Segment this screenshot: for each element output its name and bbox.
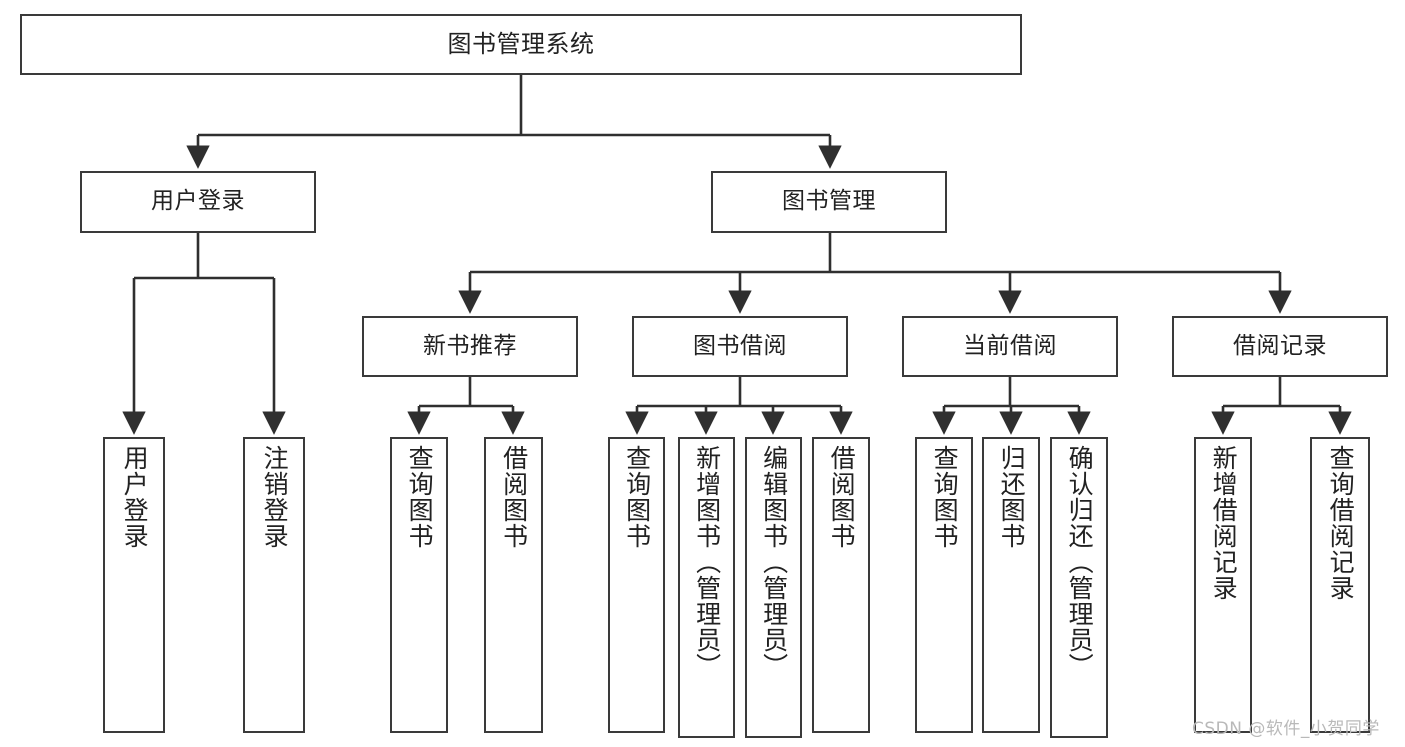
node-leaf-add-book[interactable]: 新增图书（管理员）	[678, 437, 735, 738]
node-leaf-query-book-3[interactable]: 查询图书	[915, 437, 973, 733]
node-leaf-add-record[interactable]: 新增借阅记录	[1194, 437, 1252, 733]
node-leaf-query-book-2[interactable]: 查询图书	[608, 437, 665, 733]
node-leaf-borrow-book-2[interactable]: 借阅图书	[812, 437, 870, 733]
node-leaf-query-book-3-label: 查询图书	[930, 445, 960, 549]
node-leaf-borrow-book-1[interactable]: 借阅图书	[484, 437, 543, 733]
node-root-label: 图书管理系统	[447, 30, 595, 59]
node-leaf-logout-login-label: 注销登录	[260, 445, 290, 549]
node-new-book-recommend-label: 新书推荐	[423, 332, 517, 359]
node-leaf-return-book-label: 归还图书	[997, 445, 1027, 549]
node-leaf-user-login[interactable]: 用户登录	[103, 437, 165, 733]
watermark: CSDN @软件_小贺同学	[1192, 719, 1380, 739]
node-leaf-confirm-return[interactable]: 确认归还（管理员）	[1050, 437, 1108, 738]
node-book-management-label: 图书管理	[782, 188, 876, 215]
node-user-login[interactable]: 用户登录	[80, 171, 316, 233]
node-leaf-edit-book[interactable]: 编辑图书（管理员）	[745, 437, 802, 738]
node-current-borrow[interactable]: 当前借阅	[902, 316, 1118, 377]
node-leaf-add-record-label: 新增借阅记录	[1209, 445, 1239, 601]
node-leaf-query-book-1[interactable]: 查询图书	[390, 437, 448, 733]
node-leaf-query-record[interactable]: 查询借阅记录	[1310, 437, 1370, 733]
node-leaf-return-book[interactable]: 归还图书	[982, 437, 1040, 733]
node-leaf-borrow-book-1-label: 借阅图书	[499, 445, 529, 549]
node-borrow-record-label: 借阅记录	[1233, 332, 1327, 359]
node-leaf-user-login-label: 用户登录	[120, 445, 150, 549]
node-leaf-query-book-1-label: 查询图书	[405, 445, 435, 549]
node-current-borrow-label: 当前借阅	[963, 332, 1057, 359]
node-root[interactable]: 图书管理系统	[20, 14, 1022, 75]
node-leaf-add-book-label: 新增图书（管理员）	[692, 445, 722, 679]
node-leaf-confirm-return-label: 确认归还（管理员）	[1065, 445, 1095, 679]
node-leaf-edit-book-label: 编辑图书（管理员）	[759, 445, 789, 679]
node-book-borrow-label: 图书借阅	[693, 332, 787, 359]
node-leaf-query-book-2-label: 查询图书	[622, 445, 652, 549]
node-book-management[interactable]: 图书管理	[711, 171, 947, 233]
node-leaf-query-record-label: 查询借阅记录	[1326, 445, 1356, 601]
node-new-book-recommend[interactable]: 新书推荐	[362, 316, 578, 377]
node-leaf-logout-login[interactable]: 注销登录	[243, 437, 305, 733]
node-borrow-record[interactable]: 借阅记录	[1172, 316, 1388, 377]
node-leaf-borrow-book-2-label: 借阅图书	[827, 445, 857, 549]
node-book-borrow[interactable]: 图书借阅	[632, 316, 848, 377]
node-user-login-label: 用户登录	[151, 188, 245, 215]
